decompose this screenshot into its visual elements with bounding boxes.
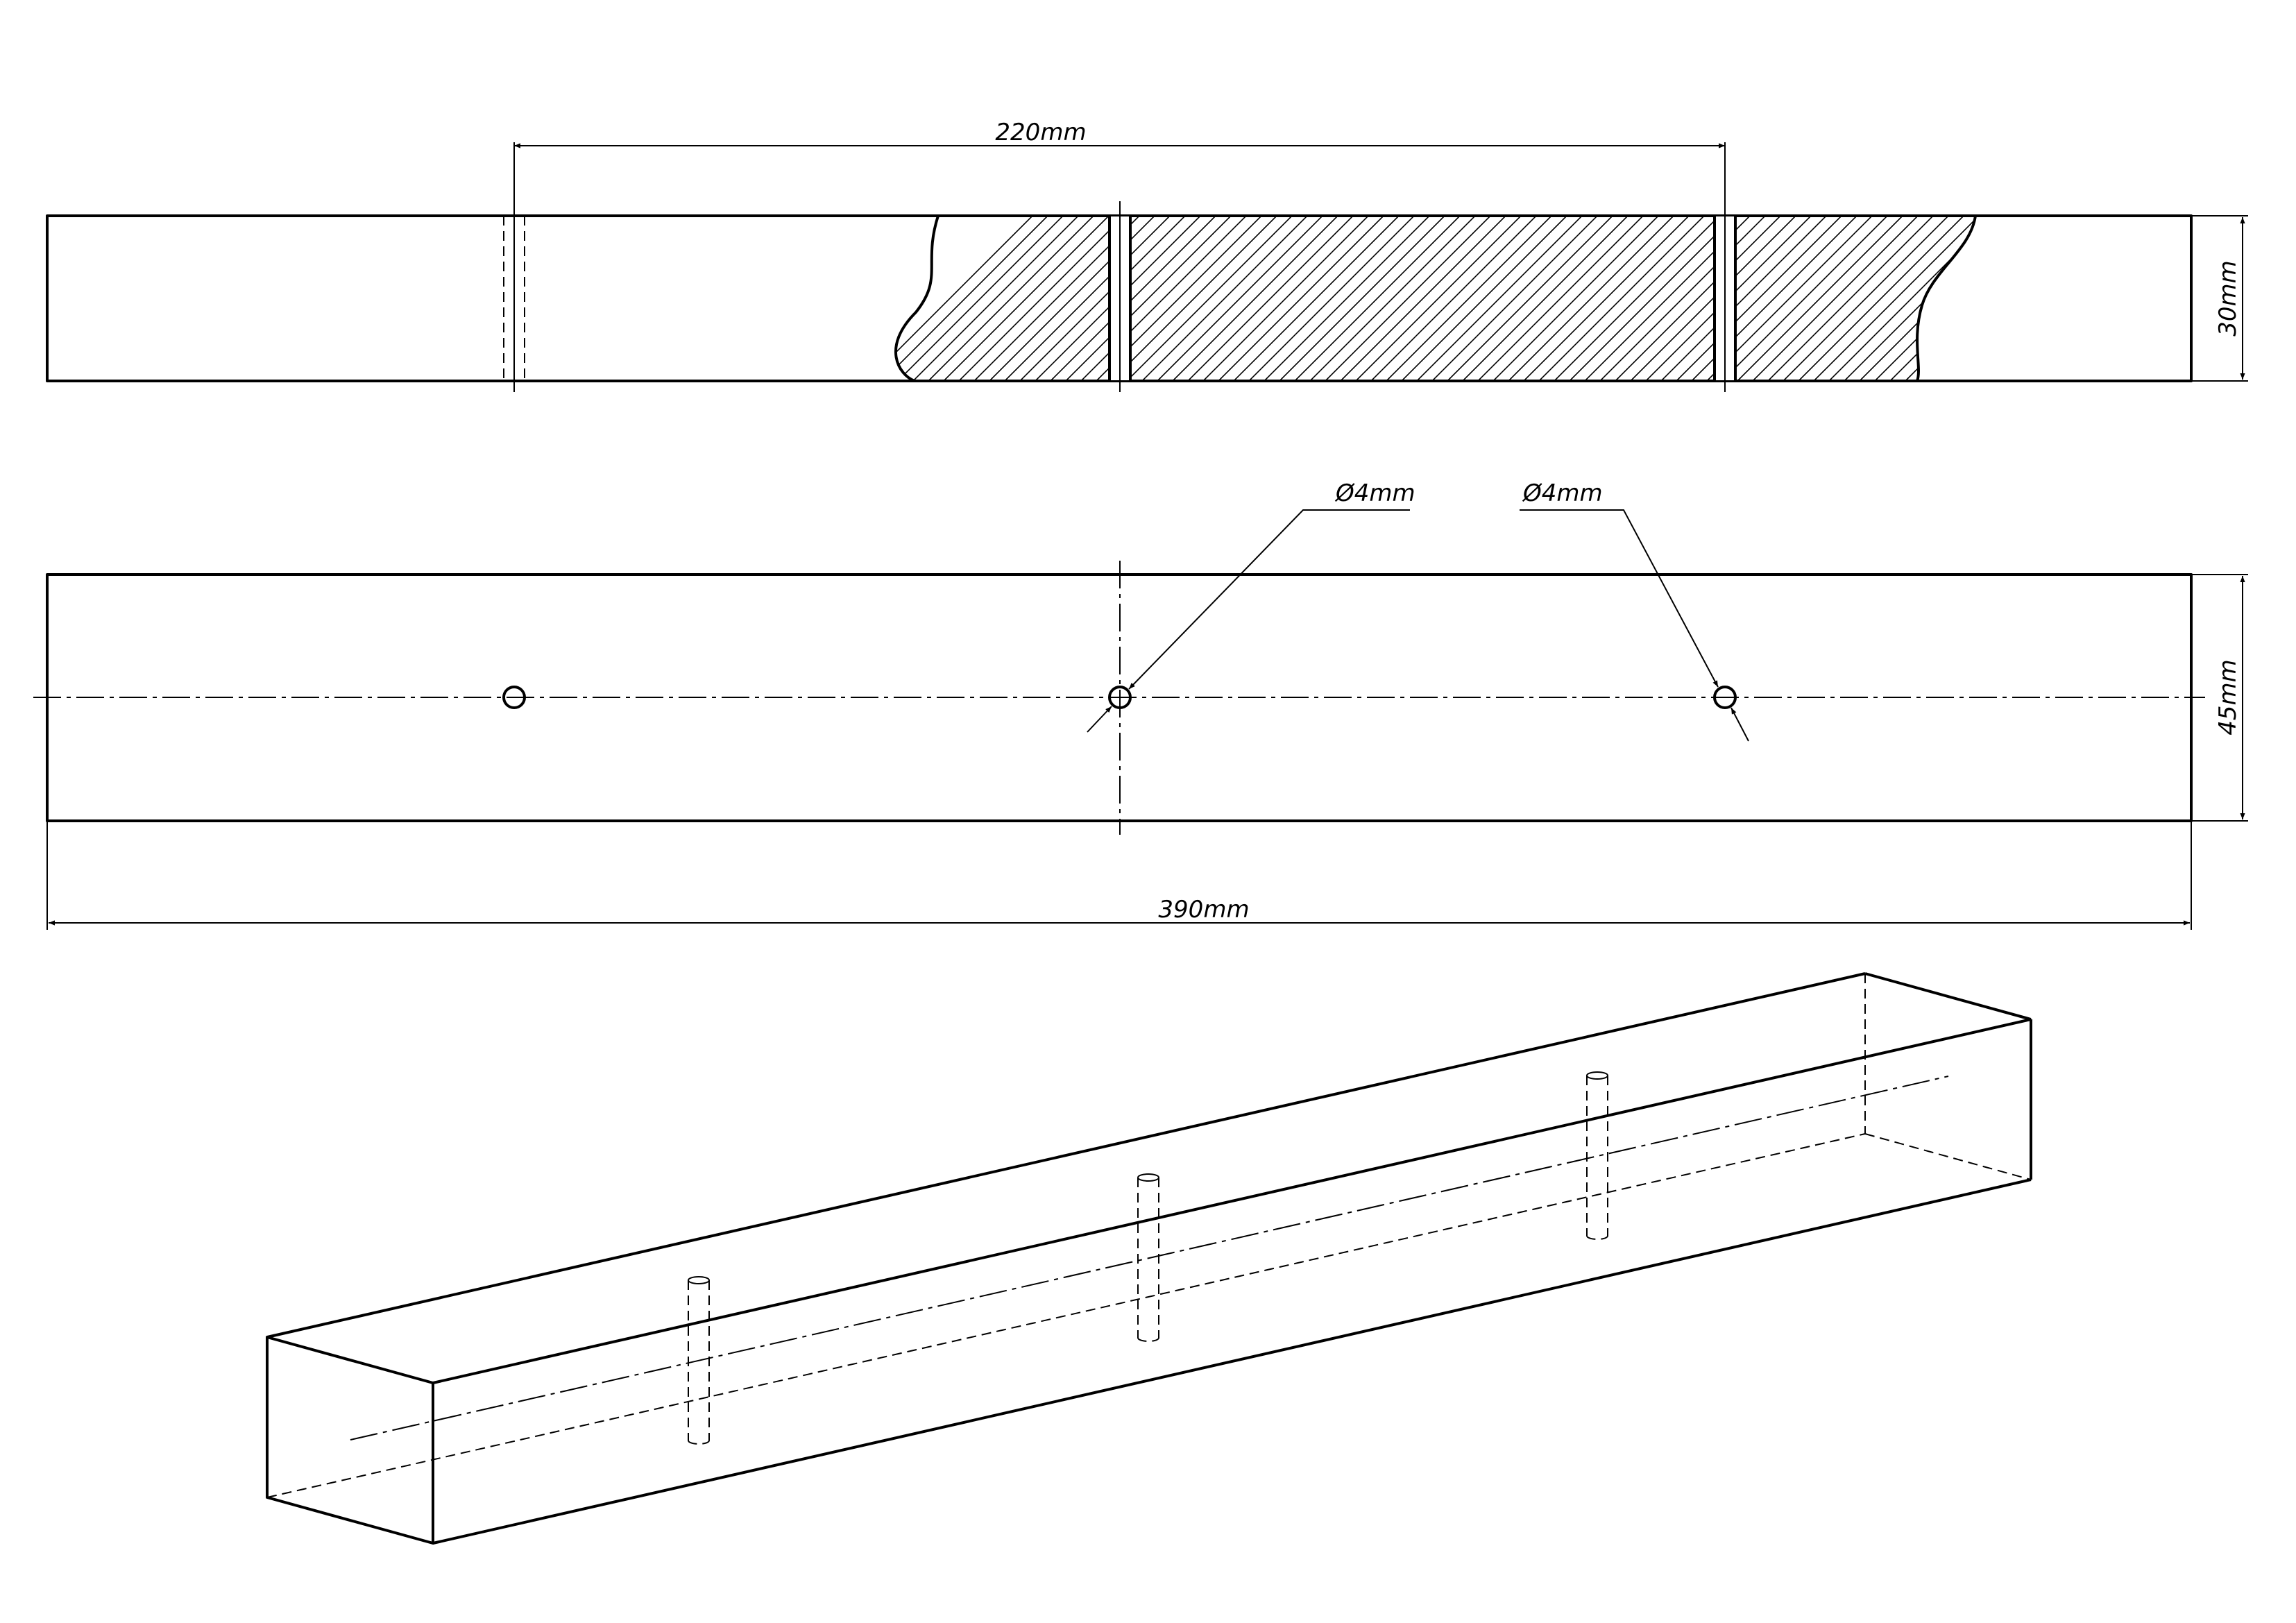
hatch-line bbox=[1493, 216, 1659, 381]
hatch-line bbox=[1157, 216, 1323, 381]
hatch-line bbox=[1828, 216, 1975, 381]
hatch-line bbox=[1416, 216, 1583, 381]
hatch-line bbox=[1676, 216, 1842, 381]
hatch-line bbox=[1004, 216, 1171, 381]
hatch-line bbox=[1019, 216, 1186, 381]
hatch-line bbox=[1264, 216, 1430, 381]
hatch-line bbox=[1218, 216, 1384, 381]
hole-2-diameter-label: Ø4mm bbox=[1334, 479, 1415, 507]
hatch-line bbox=[1660, 216, 1827, 381]
hatch-line bbox=[1050, 216, 1216, 381]
hatch-line bbox=[1889, 216, 1975, 381]
hatch-line bbox=[1080, 216, 1247, 381]
hatch-line bbox=[1874, 216, 1975, 381]
hatch-line bbox=[1248, 216, 1415, 381]
hole-3-diameter-label: Ø4mm bbox=[1522, 479, 1603, 507]
hatch-line bbox=[1523, 216, 1690, 381]
isometric-view bbox=[266, 972, 2032, 1545]
hatch-line bbox=[1431, 216, 1598, 381]
hatch-line bbox=[1355, 216, 1522, 381]
hatch-line bbox=[1950, 216, 1975, 381]
iso-front-end-face bbox=[266, 1336, 434, 1545]
dim-45-label: 45mm bbox=[2214, 659, 2242, 736]
hatch-line bbox=[1508, 216, 1674, 381]
iso-hidden-bottom-back bbox=[266, 1133, 1866, 1498]
iso-top-back-edge bbox=[266, 972, 1866, 1339]
hatch-line bbox=[1783, 216, 1949, 381]
hatch-line bbox=[1982, 216, 2147, 381]
hatch-line bbox=[928, 216, 1094, 381]
plan-view: Ø4mm Ø4mm 45mm 390mm bbox=[33, 479, 2248, 930]
hatch-line bbox=[943, 216, 1109, 381]
iso-far-top-edge bbox=[1864, 972, 2032, 1021]
hole-3-leader-tail bbox=[1730, 707, 1749, 742]
hatch-line bbox=[1401, 216, 1567, 381]
break-line-left bbox=[894, 215, 939, 382]
hole-3-leader bbox=[1520, 509, 1719, 688]
iso-bottom-front-edge bbox=[432, 1178, 2032, 1545]
section-hatching bbox=[895, 216, 2177, 381]
hatch-line bbox=[1752, 216, 1919, 381]
hatch-line bbox=[2012, 216, 2177, 381]
dim-220-label: 220mm bbox=[995, 119, 1086, 146]
iso-hole-3 bbox=[1586, 1071, 1608, 1240]
hatch-line bbox=[1859, 216, 1975, 381]
iso-hole-2 bbox=[1137, 1173, 1159, 1342]
hatch-line bbox=[1126, 216, 1293, 381]
hatch-line bbox=[1141, 216, 1308, 381]
iso-centerline bbox=[350, 1076, 1949, 1441]
hatch-line bbox=[1966, 216, 1975, 381]
hatch-line bbox=[1447, 216, 1613, 381]
dim-30-label: 30mm bbox=[2214, 260, 2242, 337]
hatch-line bbox=[1202, 216, 1369, 381]
dim-390-label: 390mm bbox=[1158, 896, 1249, 924]
hatch-line bbox=[912, 216, 1079, 381]
hole-2-leader bbox=[1128, 509, 1410, 690]
top-section-view: 220mm 30mm bbox=[46, 119, 2248, 392]
hatch-line bbox=[1233, 216, 1400, 381]
hatch-line bbox=[1172, 216, 1338, 381]
hatch-line bbox=[1997, 216, 2162, 381]
hatch-line bbox=[1477, 216, 1644, 381]
hatch-line bbox=[1187, 216, 1354, 381]
hatch-line bbox=[1935, 216, 1975, 381]
hatch-line bbox=[958, 216, 1125, 381]
hole-1-circle bbox=[502, 686, 526, 709]
iso-top-front-edge bbox=[432, 1018, 2032, 1384]
hole-2-circle bbox=[1108, 686, 1132, 709]
hatch-line bbox=[1294, 216, 1461, 381]
hatch-line bbox=[895, 216, 1048, 381]
hatch-line bbox=[1813, 216, 1975, 381]
hole-3-circle bbox=[1713, 686, 1737, 709]
hatch-line bbox=[1462, 216, 1629, 381]
hatch-line bbox=[1920, 216, 1975, 381]
hatch-line bbox=[1111, 216, 1277, 381]
hatch-line bbox=[895, 216, 1033, 381]
iso-hole-1 bbox=[688, 1276, 710, 1445]
hatch-line bbox=[1615, 216, 1781, 381]
break-line-right bbox=[1916, 215, 1977, 382]
hatch-line bbox=[1798, 216, 1964, 381]
hatch-line bbox=[1279, 216, 1445, 381]
hatch-line bbox=[1737, 216, 1903, 381]
hatch-line bbox=[1599, 216, 1766, 381]
hatch-line bbox=[1721, 216, 1888, 381]
hatch-line bbox=[1538, 216, 1705, 381]
hatch-line bbox=[1065, 216, 1232, 381]
iso-hidden-far-bottom bbox=[1864, 1133, 2032, 1180]
hatch-line bbox=[1386, 216, 1552, 381]
hatch-line bbox=[1309, 216, 1476, 381]
hatch-line bbox=[1370, 216, 1537, 381]
hatch-line bbox=[1569, 216, 1735, 381]
hatch-line bbox=[1554, 216, 1720, 381]
hatch-line bbox=[1844, 216, 1975, 381]
hatch-line bbox=[1340, 216, 1506, 381]
hatch-line bbox=[1767, 216, 1934, 381]
hatch-line bbox=[1325, 216, 1491, 381]
hole-2-leader-tail bbox=[1087, 706, 1112, 733]
hatch-line bbox=[1905, 216, 1975, 381]
hatch-line bbox=[897, 216, 1064, 381]
